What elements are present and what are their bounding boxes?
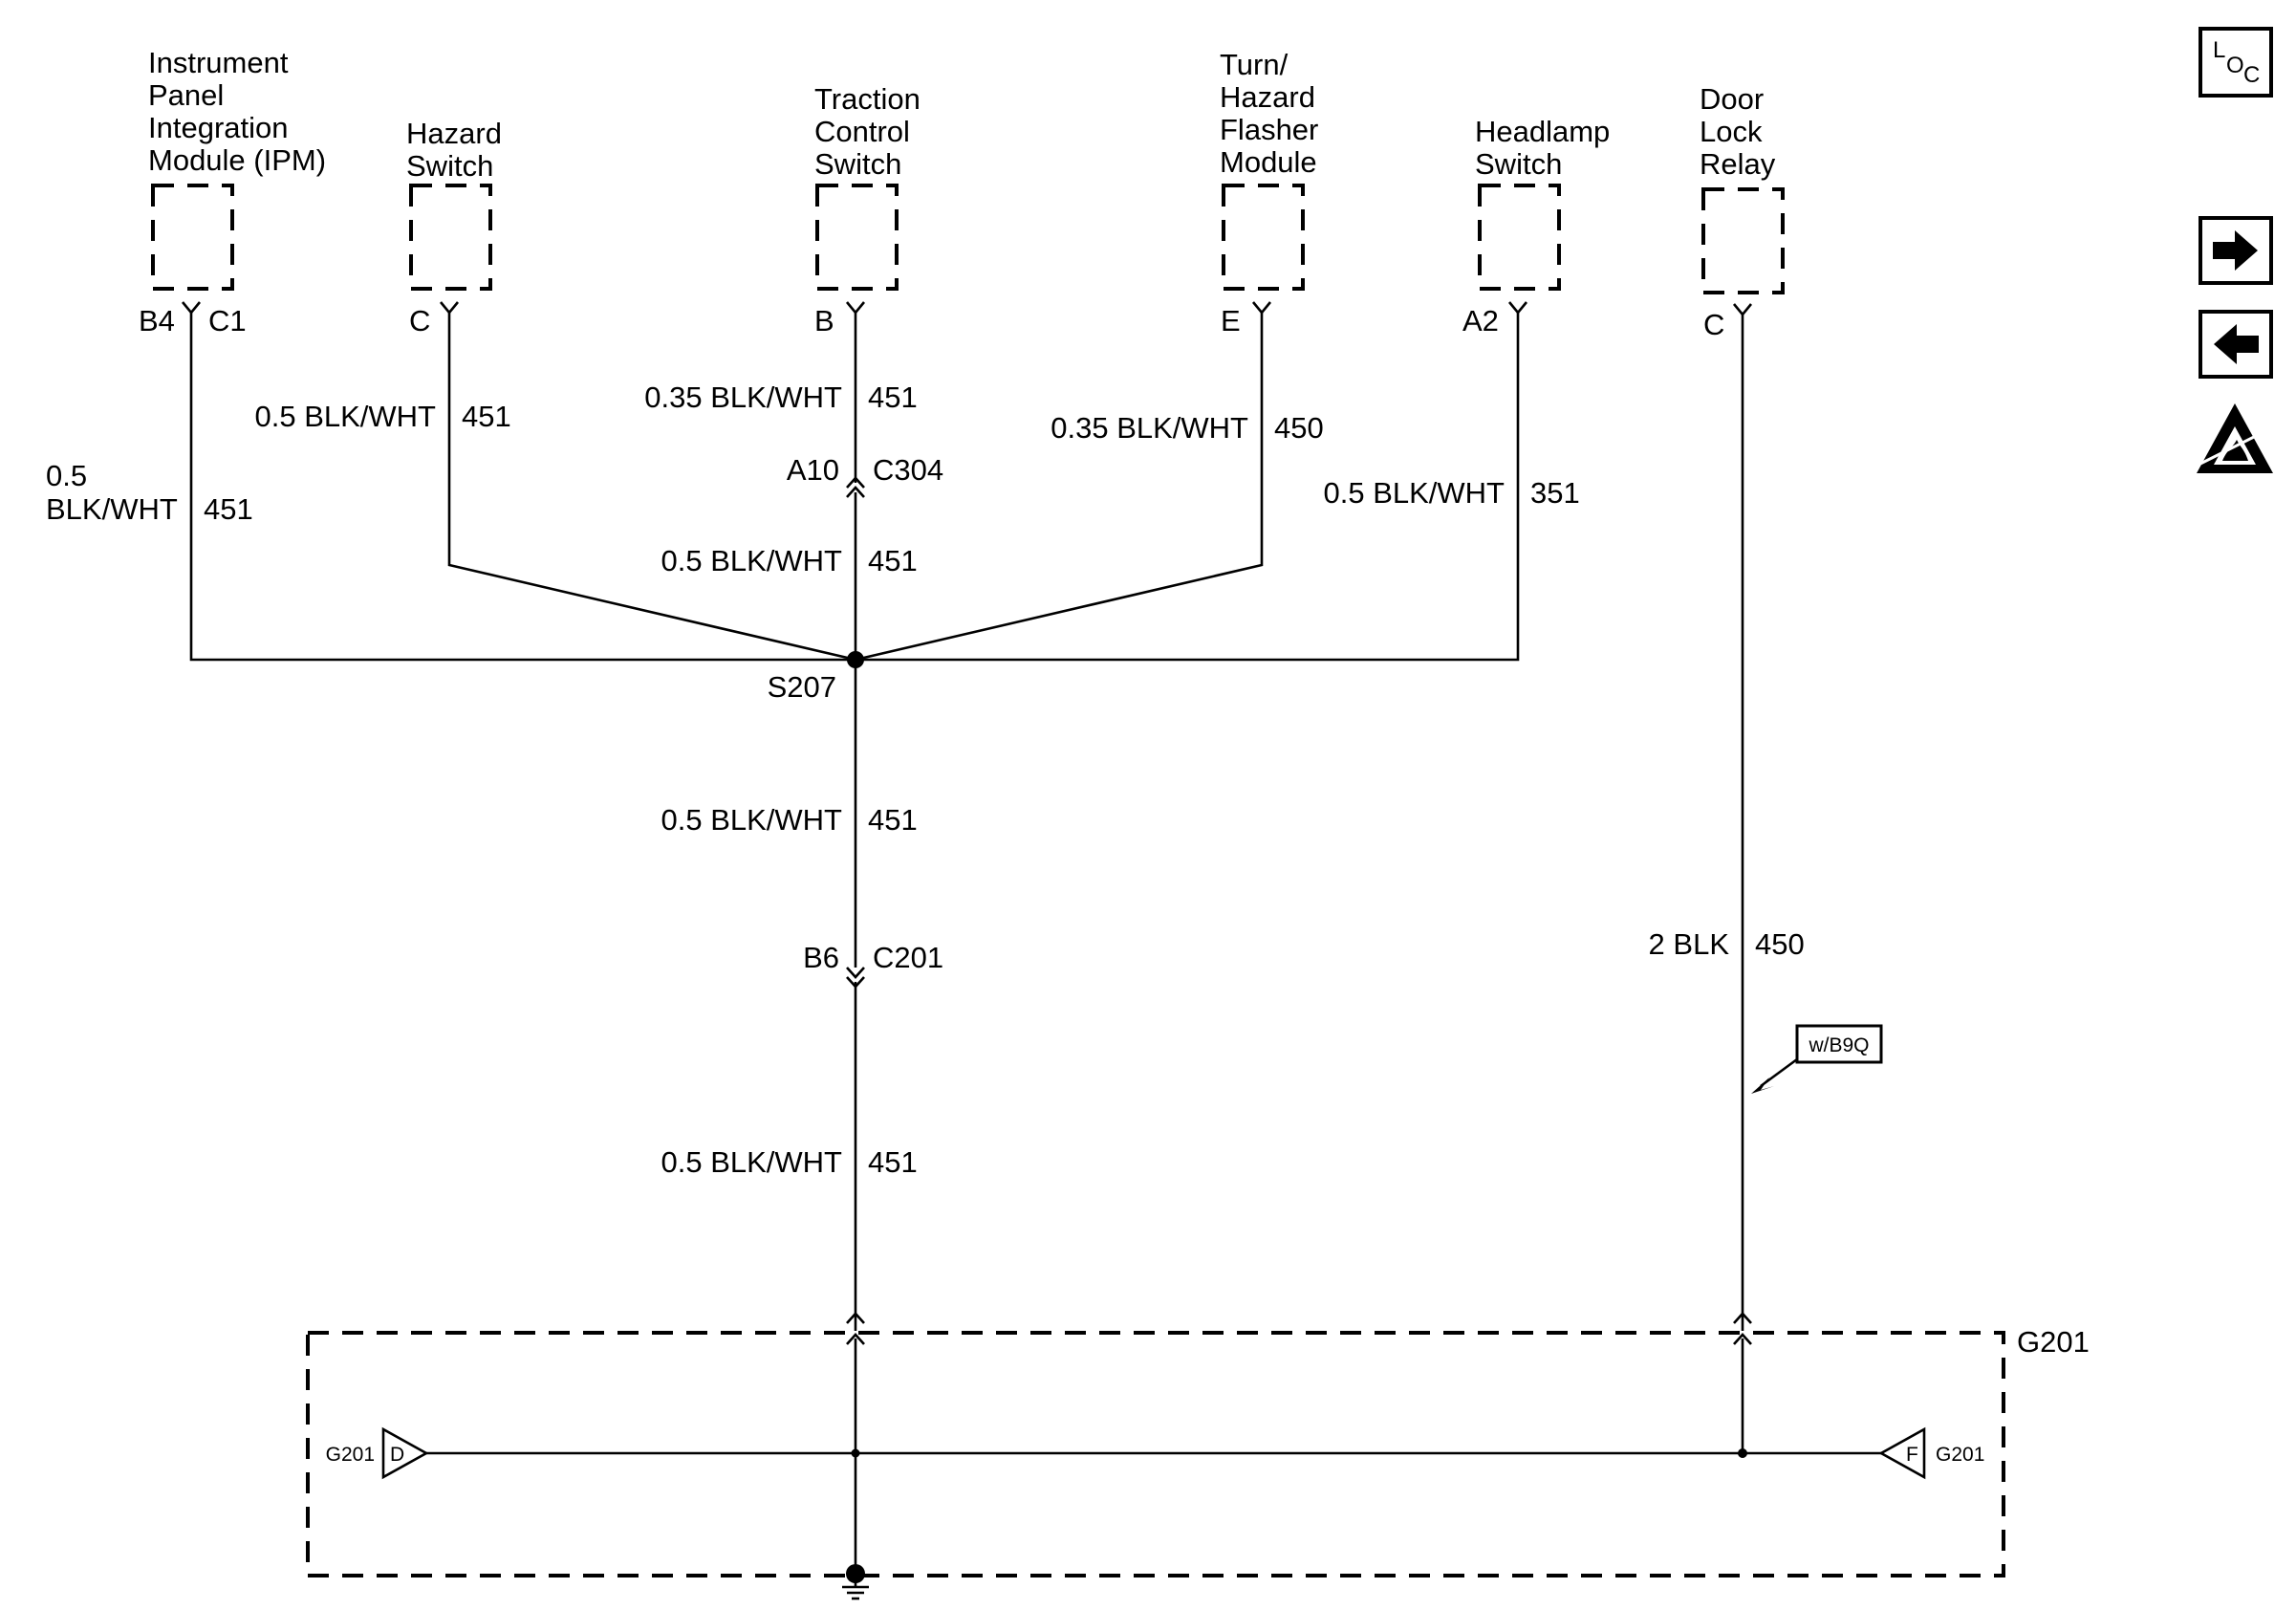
c201-name: C201 — [873, 941, 943, 974]
wire-hazard — [447, 313, 856, 662]
pin-door-lock: C — [1703, 308, 1724, 341]
ground-right-pin: F — [1906, 1444, 1918, 1466]
ground-entry-main — [846, 1312, 865, 1345]
door-lock-terminal — [1732, 303, 1753, 317]
pin-ipm-b4: B4 — [139, 304, 175, 337]
pin-ipm-c1: C1 — [208, 304, 247, 337]
wire-flasher — [855, 313, 1264, 662]
ground-eyelet — [846, 1564, 865, 1583]
hazard-switch-box — [409, 184, 492, 291]
arrow-right-icon[interactable] — [2199, 216, 2273, 285]
wire-ipm-circuit: 451 — [204, 492, 253, 526]
option-tag-pointer — [1760, 1057, 1798, 1088]
wire-door-lock-circuit: 450 — [1755, 927, 1805, 961]
wire-headlamp-circuit: 351 — [1530, 476, 1580, 510]
wire-hazard-circuit: 451 — [462, 400, 511, 433]
ground-block-label: G201 — [2017, 1325, 2090, 1359]
loc-icon[interactable]: L O C — [2199, 27, 2273, 98]
pin-hazard: C — [409, 304, 430, 337]
c304-pin: A10 — [787, 453, 839, 487]
wire-headlamp — [856, 313, 1520, 662]
ground-left-label: G201 — [326, 1444, 375, 1466]
arrow-left-icon[interactable] — [2199, 310, 2273, 379]
headlamp-terminal — [1507, 301, 1528, 315]
traction-control-switch-label: Traction Control Switch — [814, 82, 928, 181]
ipm-box — [151, 184, 234, 291]
pin-flasher: E — [1221, 304, 1241, 337]
ground-symbol-icon — [842, 1579, 869, 1600]
splice-label: S207 — [768, 670, 836, 704]
ground-bus-junction-door-lock — [1738, 1448, 1747, 1458]
ground-right-connector — [1878, 1426, 1926, 1480]
option-tag-label: w/B9Q — [1808, 1034, 1869, 1056]
traction-control-switch-box — [815, 184, 899, 291]
wire-traction-lower-gauge: 0.5 BLK/WHT — [661, 544, 843, 577]
wire-headlamp-gauge: 0.5 BLK/WHT — [1324, 476, 1505, 510]
hazard-terminal — [439, 301, 460, 315]
wire-main-upper-gauge: 0.5 BLK/WHT — [661, 803, 843, 837]
wire-main-upper-circuit: 451 — [868, 803, 918, 837]
wire-ipm — [189, 313, 856, 662]
wire-flasher-gauge: 0.35 BLK/WHT — [1051, 411, 1248, 445]
esd-warning-icon[interactable] — [2197, 403, 2273, 473]
c304-name: C304 — [873, 453, 943, 487]
c304-connector — [846, 476, 865, 498]
loc-letter-c: C — [2243, 62, 2260, 88]
wire-traction-upper-gauge: 0.35 BLK/WHT — [644, 381, 842, 414]
loc-letter-l: L — [2213, 37, 2225, 63]
ground-left-connector — [381, 1426, 429, 1480]
door-lock-relay-box — [1701, 187, 1785, 294]
traction-terminal — [845, 301, 866, 315]
ground-right-label: G201 — [1936, 1444, 1984, 1466]
ground-block-g201 — [306, 1331, 2005, 1577]
headlamp-switch-box — [1478, 184, 1561, 291]
wire-traction-upper-circuit: 451 — [868, 381, 918, 414]
wire-traction-lower-circuit: 451 — [868, 544, 918, 577]
hazard-switch-label: Hazard Switch — [406, 117, 510, 183]
wire-main-lower-circuit: 451 — [868, 1145, 918, 1179]
wire-main-lower-gauge: 0.5 BLK/WHT — [661, 1145, 843, 1179]
ground-bus-junction-main — [851, 1448, 860, 1458]
flasher-module-box — [1222, 184, 1305, 291]
wire-door-lock-gauge: 2 BLK — [1649, 927, 1730, 961]
headlamp-switch-label: Headlamp Switch — [1475, 115, 1618, 181]
pin-traction: B — [814, 304, 834, 337]
wire-ipm-gauge: 0.5 BLK/WHT — [46, 459, 178, 526]
ground-left-pin: D — [390, 1444, 404, 1466]
flasher-module-label: Turn/ Hazard Flasher Module — [1220, 48, 1327, 179]
wire-flasher-circuit: 450 — [1274, 411, 1324, 445]
wire-hazard-gauge: 0.5 BLK/WHT — [255, 400, 437, 433]
ground-entry-door-lock — [1733, 1312, 1752, 1345]
loc-letter-o: O — [2226, 53, 2244, 78]
flasher-terminal — [1251, 301, 1272, 315]
pin-headlamp: A2 — [1462, 304, 1499, 337]
option-tag-box — [1795, 1024, 1883, 1064]
ipm-label: Instrument Panel Integration Module (IPM… — [148, 46, 326, 177]
ipm-terminal — [181, 301, 202, 315]
door-lock-relay-label: Door Lock Relay — [1700, 82, 1776, 181]
option-tag-arrowhead — [1751, 1077, 1774, 1094]
c201-pin: B6 — [803, 941, 839, 974]
